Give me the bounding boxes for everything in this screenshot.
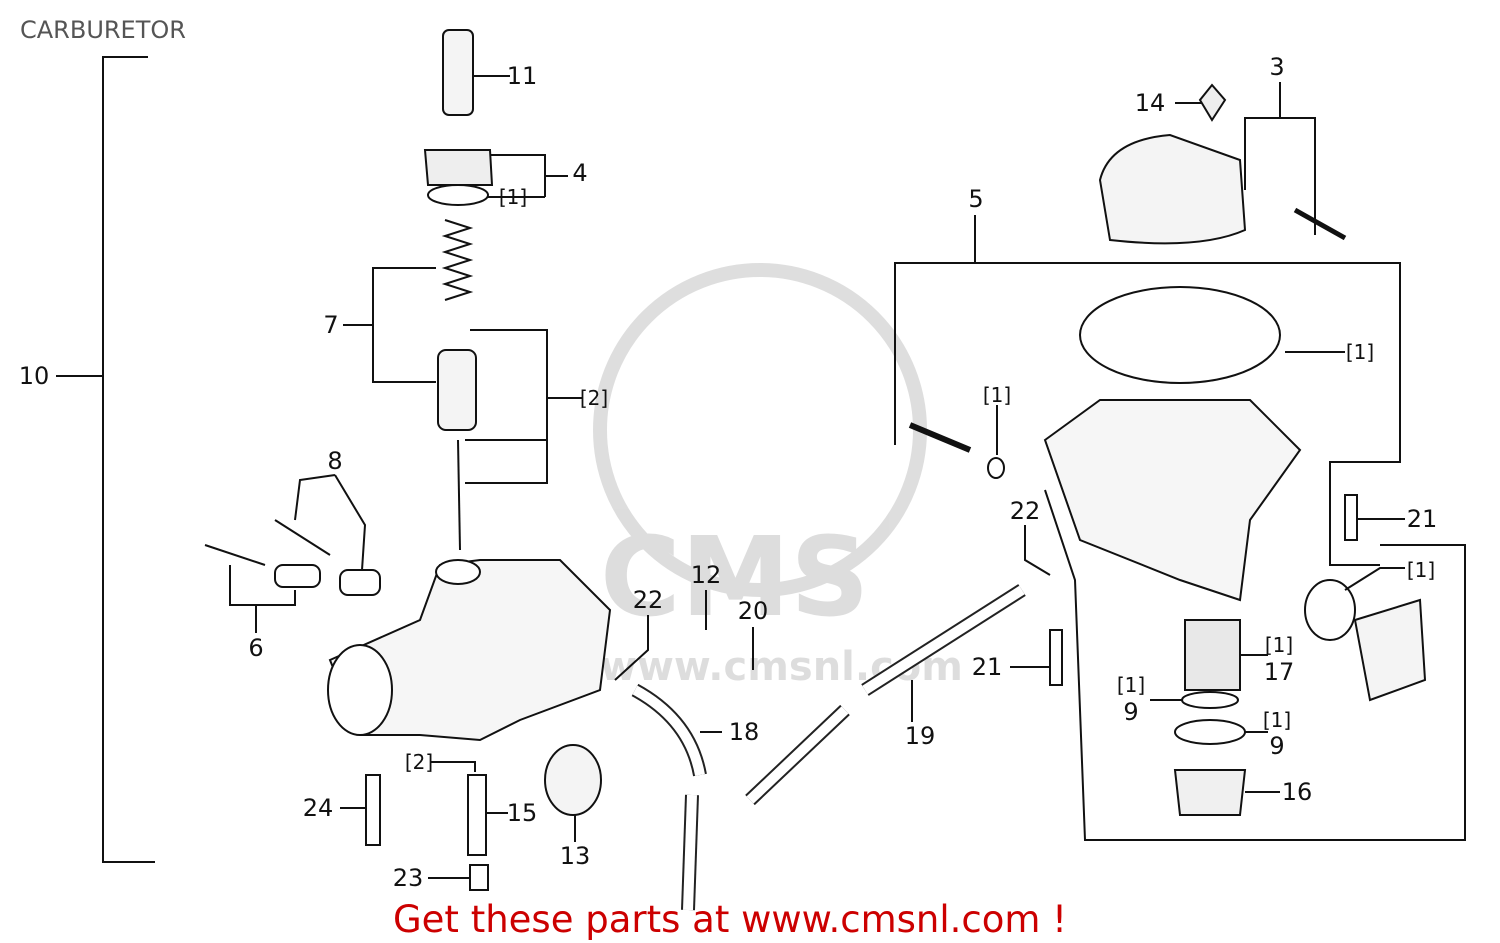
callout-15: 15 xyxy=(506,799,538,827)
callout-22a: 22 xyxy=(632,586,664,614)
callout-17: 17 xyxy=(1263,658,1295,686)
callout-3: 3 xyxy=(1269,53,1285,81)
callout-13: 13 xyxy=(559,842,591,870)
callout-12: 12 xyxy=(690,561,722,589)
callout-gasket-ref: [1] xyxy=(1345,340,1375,364)
callout-screw-ref: [1] xyxy=(982,383,1012,407)
callout-6: 6 xyxy=(248,634,264,662)
callout-7: 7 xyxy=(323,311,339,339)
callout-23: 23 xyxy=(392,864,424,892)
callout-oring-ref: [1] xyxy=(1406,558,1436,582)
callout-9b: 9 xyxy=(1269,732,1285,760)
callout-4-ref: [1] xyxy=(498,185,528,209)
callout-24: 24 xyxy=(302,794,334,822)
callout-17-ref: [1] xyxy=(1264,633,1294,657)
callout-10: 10 xyxy=(18,362,50,390)
cms-watermark-logo: CMS www.cmsnl.com xyxy=(593,263,963,690)
callout-5: 5 xyxy=(968,185,984,213)
callout-22b: 22 xyxy=(1009,497,1041,525)
callout-19: 19 xyxy=(904,722,936,750)
callout-4: 4 xyxy=(572,159,588,187)
callout-9a-ref: [1] xyxy=(1116,673,1146,697)
callout-14: 14 xyxy=(1134,89,1166,117)
callout-15-ref: [2] xyxy=(404,750,434,774)
callout-21b: 21 xyxy=(1406,505,1438,533)
callout-21a: 21 xyxy=(971,653,1003,681)
callout-9a: 9 xyxy=(1123,698,1139,726)
callout-8: 8 xyxy=(327,447,343,475)
callout-18: 18 xyxy=(728,718,760,746)
footer-link[interactable]: Get these parts at www.cmsnl.com ! xyxy=(393,898,1068,941)
callout-7-ref: [2] xyxy=(579,386,609,410)
diagram-title: CARBURETOR xyxy=(20,16,186,44)
callout-9b-ref: [1] xyxy=(1262,708,1292,732)
callout-16: 16 xyxy=(1281,778,1313,806)
svg-text:CMS: CMS xyxy=(600,513,869,641)
callout-11: 11 xyxy=(506,62,538,90)
callout-20: 20 xyxy=(737,597,769,625)
